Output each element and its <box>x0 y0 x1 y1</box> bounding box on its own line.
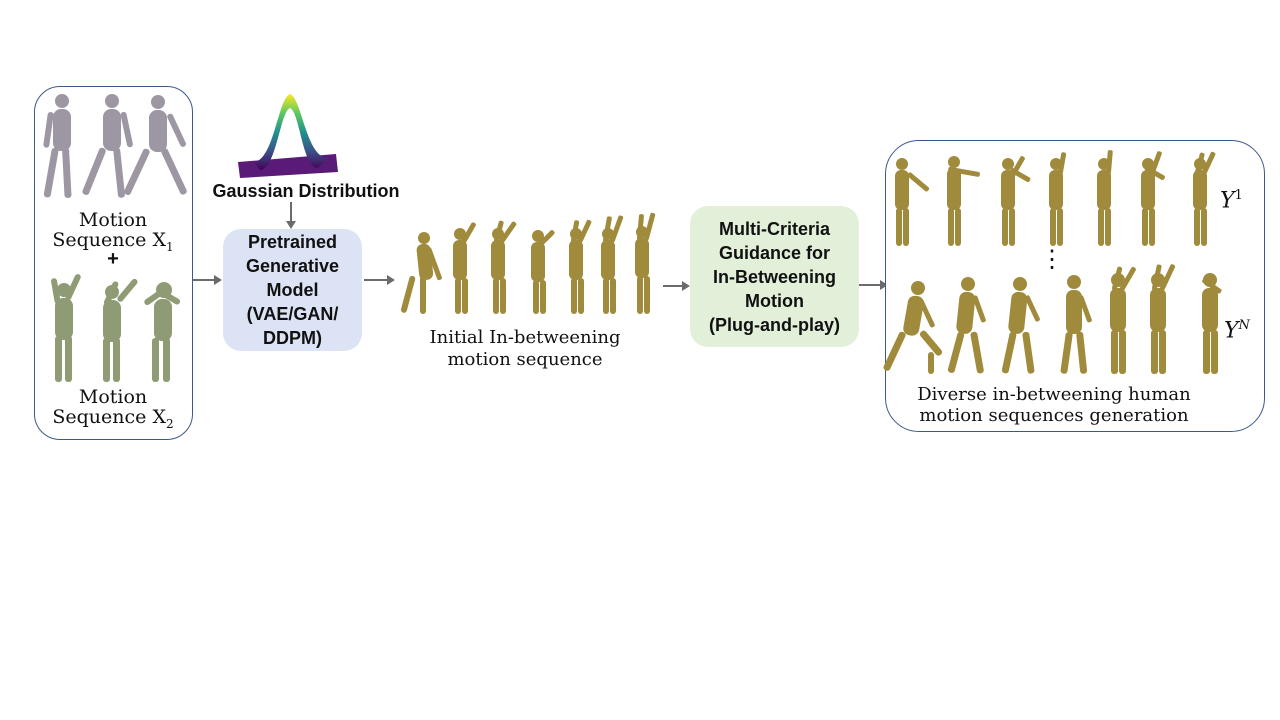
y1-label-base: Y <box>1220 188 1235 214</box>
initial-figure-7 <box>635 212 656 314</box>
sequence-x1-label: Motion Sequence X1 <box>38 210 188 257</box>
sequence-x1-label-line2: Sequence X <box>52 229 166 251</box>
output-caption: Diverse in-betweening human motion seque… <box>896 384 1212 426</box>
yn-figure-1 <box>883 281 943 374</box>
guidance-box: Multi-Criteria Guidance for In-Betweenin… <box>690 206 859 347</box>
arrow-initial-to-guidance <box>663 281 690 291</box>
arrow-guidance-to-output <box>859 280 888 290</box>
yn-figure-3 <box>1001 277 1040 374</box>
sequence-x2-label-line2: Sequence X <box>52 406 166 428</box>
arrow-input-to-model <box>193 275 222 285</box>
yn-label: YN <box>1224 318 1250 343</box>
y1-figure-5 <box>1097 150 1113 246</box>
arrow-gaussian-to-model <box>286 202 296 229</box>
y1-figure-6 <box>1141 151 1165 246</box>
initial-figure-3 <box>491 220 517 314</box>
y1-figure-3 <box>1001 156 1031 246</box>
y1-label-sup: 1 <box>1234 188 1243 203</box>
output-caption-line2: motion sequences generation <box>919 405 1189 426</box>
green-figure-2 <box>103 278 138 382</box>
output-caption-line1: Diverse in-betweening human <box>917 384 1191 405</box>
generative-model-label: Pretrained Generative Model (VAE/GAN/ DD… <box>245 232 340 348</box>
green-figure-1 <box>51 274 81 382</box>
gaussian-bell <box>254 94 328 170</box>
y1-label: Y1 <box>1220 188 1243 213</box>
gray-figure-2 <box>82 94 133 198</box>
initial-sequence-label-line2: motion sequence <box>447 349 603 370</box>
sequence-x2-figures <box>51 274 181 382</box>
initial-figure-4 <box>531 230 555 314</box>
y1-figure-7 <box>1193 151 1216 246</box>
yn-figure-7 <box>1202 273 1222 374</box>
yn-figure-2 <box>947 277 986 374</box>
sequence-x2-subscript: 2 <box>165 416 174 431</box>
yn-figure-5 <box>1110 266 1136 374</box>
initial-figure-2 <box>453 222 476 314</box>
generative-model-box: Pretrained Generative Model (VAE/GAN/ DD… <box>223 229 362 351</box>
initial-figure-6 <box>601 215 624 314</box>
yn-label-base: Y <box>1224 318 1239 344</box>
gaussian-surface <box>238 94 338 178</box>
y1-figure-2 <box>947 156 980 246</box>
guidance-label: Multi-Criteria Guidance for In-Betweenin… <box>709 218 840 335</box>
sequence-x1-figures <box>43 94 187 198</box>
y1-figure-1 <box>895 158 930 246</box>
vertical-ellipsis: ⋮ <box>1040 245 1064 273</box>
gaussian-label: Gaussian Distribution <box>212 181 400 201</box>
initial-sequence-figures <box>400 212 656 314</box>
y1-figure-4 <box>1049 152 1067 246</box>
output-y1-figures <box>895 150 1216 246</box>
plus-sign: + <box>107 248 119 270</box>
sequence-x2-label-line1: Motion <box>78 386 148 408</box>
output-yn-figures <box>883 264 1222 374</box>
gray-figure-3 <box>124 95 187 196</box>
sequence-x2-label: Motion Sequence X2 <box>38 387 188 434</box>
initial-figure-1 <box>400 232 442 314</box>
arrow-model-to-initial <box>364 275 395 285</box>
yn-figure-4 <box>1060 275 1092 374</box>
initial-figure-5 <box>569 219 592 314</box>
yn-label-sup: N <box>1238 318 1250 333</box>
green-figure-3 <box>144 282 181 382</box>
gray-figure-1 <box>43 94 72 198</box>
yn-figure-6 <box>1150 264 1176 374</box>
sequence-x1-label-line1: Motion <box>78 209 148 231</box>
initial-sequence-label: Initial In-betweening motion sequence <box>412 327 638 371</box>
sequence-x1-subscript: 1 <box>165 239 174 254</box>
initial-sequence-label-line1: Initial In-betweening <box>429 327 621 348</box>
